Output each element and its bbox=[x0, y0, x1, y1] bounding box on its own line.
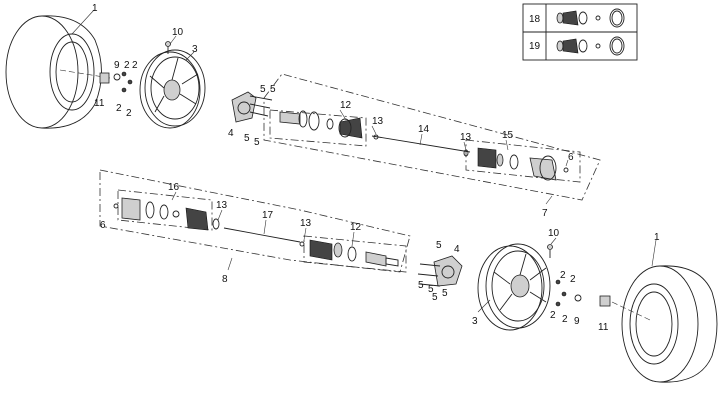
callout-11-lower: 11 bbox=[598, 322, 609, 333]
group-16-outline bbox=[117, 189, 213, 231]
callout-12-upper: 12 bbox=[340, 100, 352, 111]
leader-lines bbox=[71, 9, 657, 313]
legend-row1-parts bbox=[556, 8, 625, 28]
assembly-7-outline bbox=[263, 73, 601, 201]
assembly-8-outline bbox=[99, 169, 411, 273]
stub-shaft-upper bbox=[279, 110, 320, 131]
cv-joint-outer-lower bbox=[299, 239, 399, 267]
tire-upper-left bbox=[5, 15, 102, 129]
washer-9-lower bbox=[574, 294, 582, 302]
callout-5-lower-c: 5 bbox=[428, 284, 434, 295]
group-12-lower-outline bbox=[303, 235, 407, 273]
shaft-17 bbox=[223, 227, 301, 243]
callout-5-upper-d: 5 bbox=[254, 137, 260, 148]
callout-9-lower: 9 bbox=[574, 316, 580, 327]
callout-13-lower-a: 13 bbox=[216, 200, 228, 211]
callout-13-lower-b: 13 bbox=[300, 218, 312, 229]
studs-2-lower bbox=[555, 279, 567, 307]
hub-4-lower bbox=[417, 255, 463, 287]
group-15-outline bbox=[465, 139, 581, 183]
callout-4-lower: 4 bbox=[454, 244, 460, 255]
callout-15: 15 bbox=[502, 130, 514, 141]
callout-labels: 1 10 3 9 2 2 2 2 11 5 5 4 5 5 12 13 14 1… bbox=[92, 3, 660, 333]
cv-joint-outer-upper bbox=[463, 147, 569, 181]
callout-5-upper-c: 5 bbox=[244, 133, 250, 144]
callout-6-upper: 6 bbox=[568, 152, 574, 163]
group-12-upper-outline bbox=[269, 109, 367, 147]
callout-5-lower-e: 5 bbox=[442, 288, 448, 299]
callout-3-upper: 3 bbox=[192, 44, 198, 55]
callout-10-upper: 10 bbox=[172, 27, 184, 38]
studs-2-upper bbox=[121, 71, 133, 93]
callout-13-upper-a: 13 bbox=[372, 116, 384, 127]
shaft-14 bbox=[371, 134, 471, 153]
callout-13-upper-b: 13 bbox=[460, 132, 472, 143]
callout-2-upper-c: 2 bbox=[116, 103, 122, 114]
callout-16: 16 bbox=[168, 182, 180, 193]
callout-5-lower-d: 5 bbox=[432, 292, 438, 303]
callout-2-upper-d: 2 bbox=[126, 108, 132, 119]
legend-row2-parts bbox=[556, 36, 625, 56]
legend-row1-number: 18 bbox=[529, 14, 541, 25]
callout-9-upper: 9 bbox=[114, 60, 120, 71]
callout-11-upper: 11 bbox=[94, 98, 105, 109]
boot-upper-inner bbox=[326, 117, 363, 139]
valve-10-lower bbox=[547, 244, 553, 258]
callout-1-upper: 1 bbox=[92, 3, 98, 14]
legend-box: 18 19 bbox=[522, 3, 638, 61]
callout-5-lower-b: 5 bbox=[418, 280, 424, 291]
callout-2-lower-c: 2 bbox=[550, 310, 556, 321]
callout-8: 8 bbox=[222, 274, 228, 285]
cv-joint-inner-lower bbox=[113, 197, 220, 231]
callout-3-lower: 3 bbox=[472, 316, 478, 327]
tire-lower-right bbox=[621, 265, 718, 383]
hub-4-upper bbox=[231, 91, 273, 123]
washer-9-upper bbox=[113, 73, 121, 81]
callout-10-lower: 10 bbox=[548, 228, 560, 239]
callout-2-lower-b: 2 bbox=[570, 274, 576, 285]
wheel-rim-upper bbox=[139, 49, 206, 129]
callout-2-lower-a: 2 bbox=[560, 270, 566, 281]
callout-2-upper-b: 2 bbox=[132, 60, 138, 71]
callout-14: 14 bbox=[418, 124, 430, 135]
valve-10-upper bbox=[165, 41, 171, 54]
wheel-rim-lower bbox=[477, 243, 551, 331]
callout-5-lower-a: 5 bbox=[436, 240, 442, 251]
callout-1-lower: 1 bbox=[654, 232, 660, 243]
callout-12-lower: 12 bbox=[350, 222, 362, 233]
callout-5-upper-a: 5 bbox=[260, 84, 266, 95]
callout-17: 17 bbox=[262, 210, 274, 221]
nut-11-lower bbox=[599, 295, 611, 307]
callout-4-upper: 4 bbox=[228, 128, 234, 139]
callout-7: 7 bbox=[542, 208, 548, 219]
callout-2-upper-a: 2 bbox=[124, 60, 130, 71]
callout-2-lower-d: 2 bbox=[562, 314, 568, 325]
legend-row2-number: 19 bbox=[529, 41, 541, 52]
callout-6-lower: 6 bbox=[100, 220, 106, 231]
callout-5-upper-b: 5 bbox=[270, 84, 276, 95]
nut-11-upper bbox=[99, 72, 110, 84]
